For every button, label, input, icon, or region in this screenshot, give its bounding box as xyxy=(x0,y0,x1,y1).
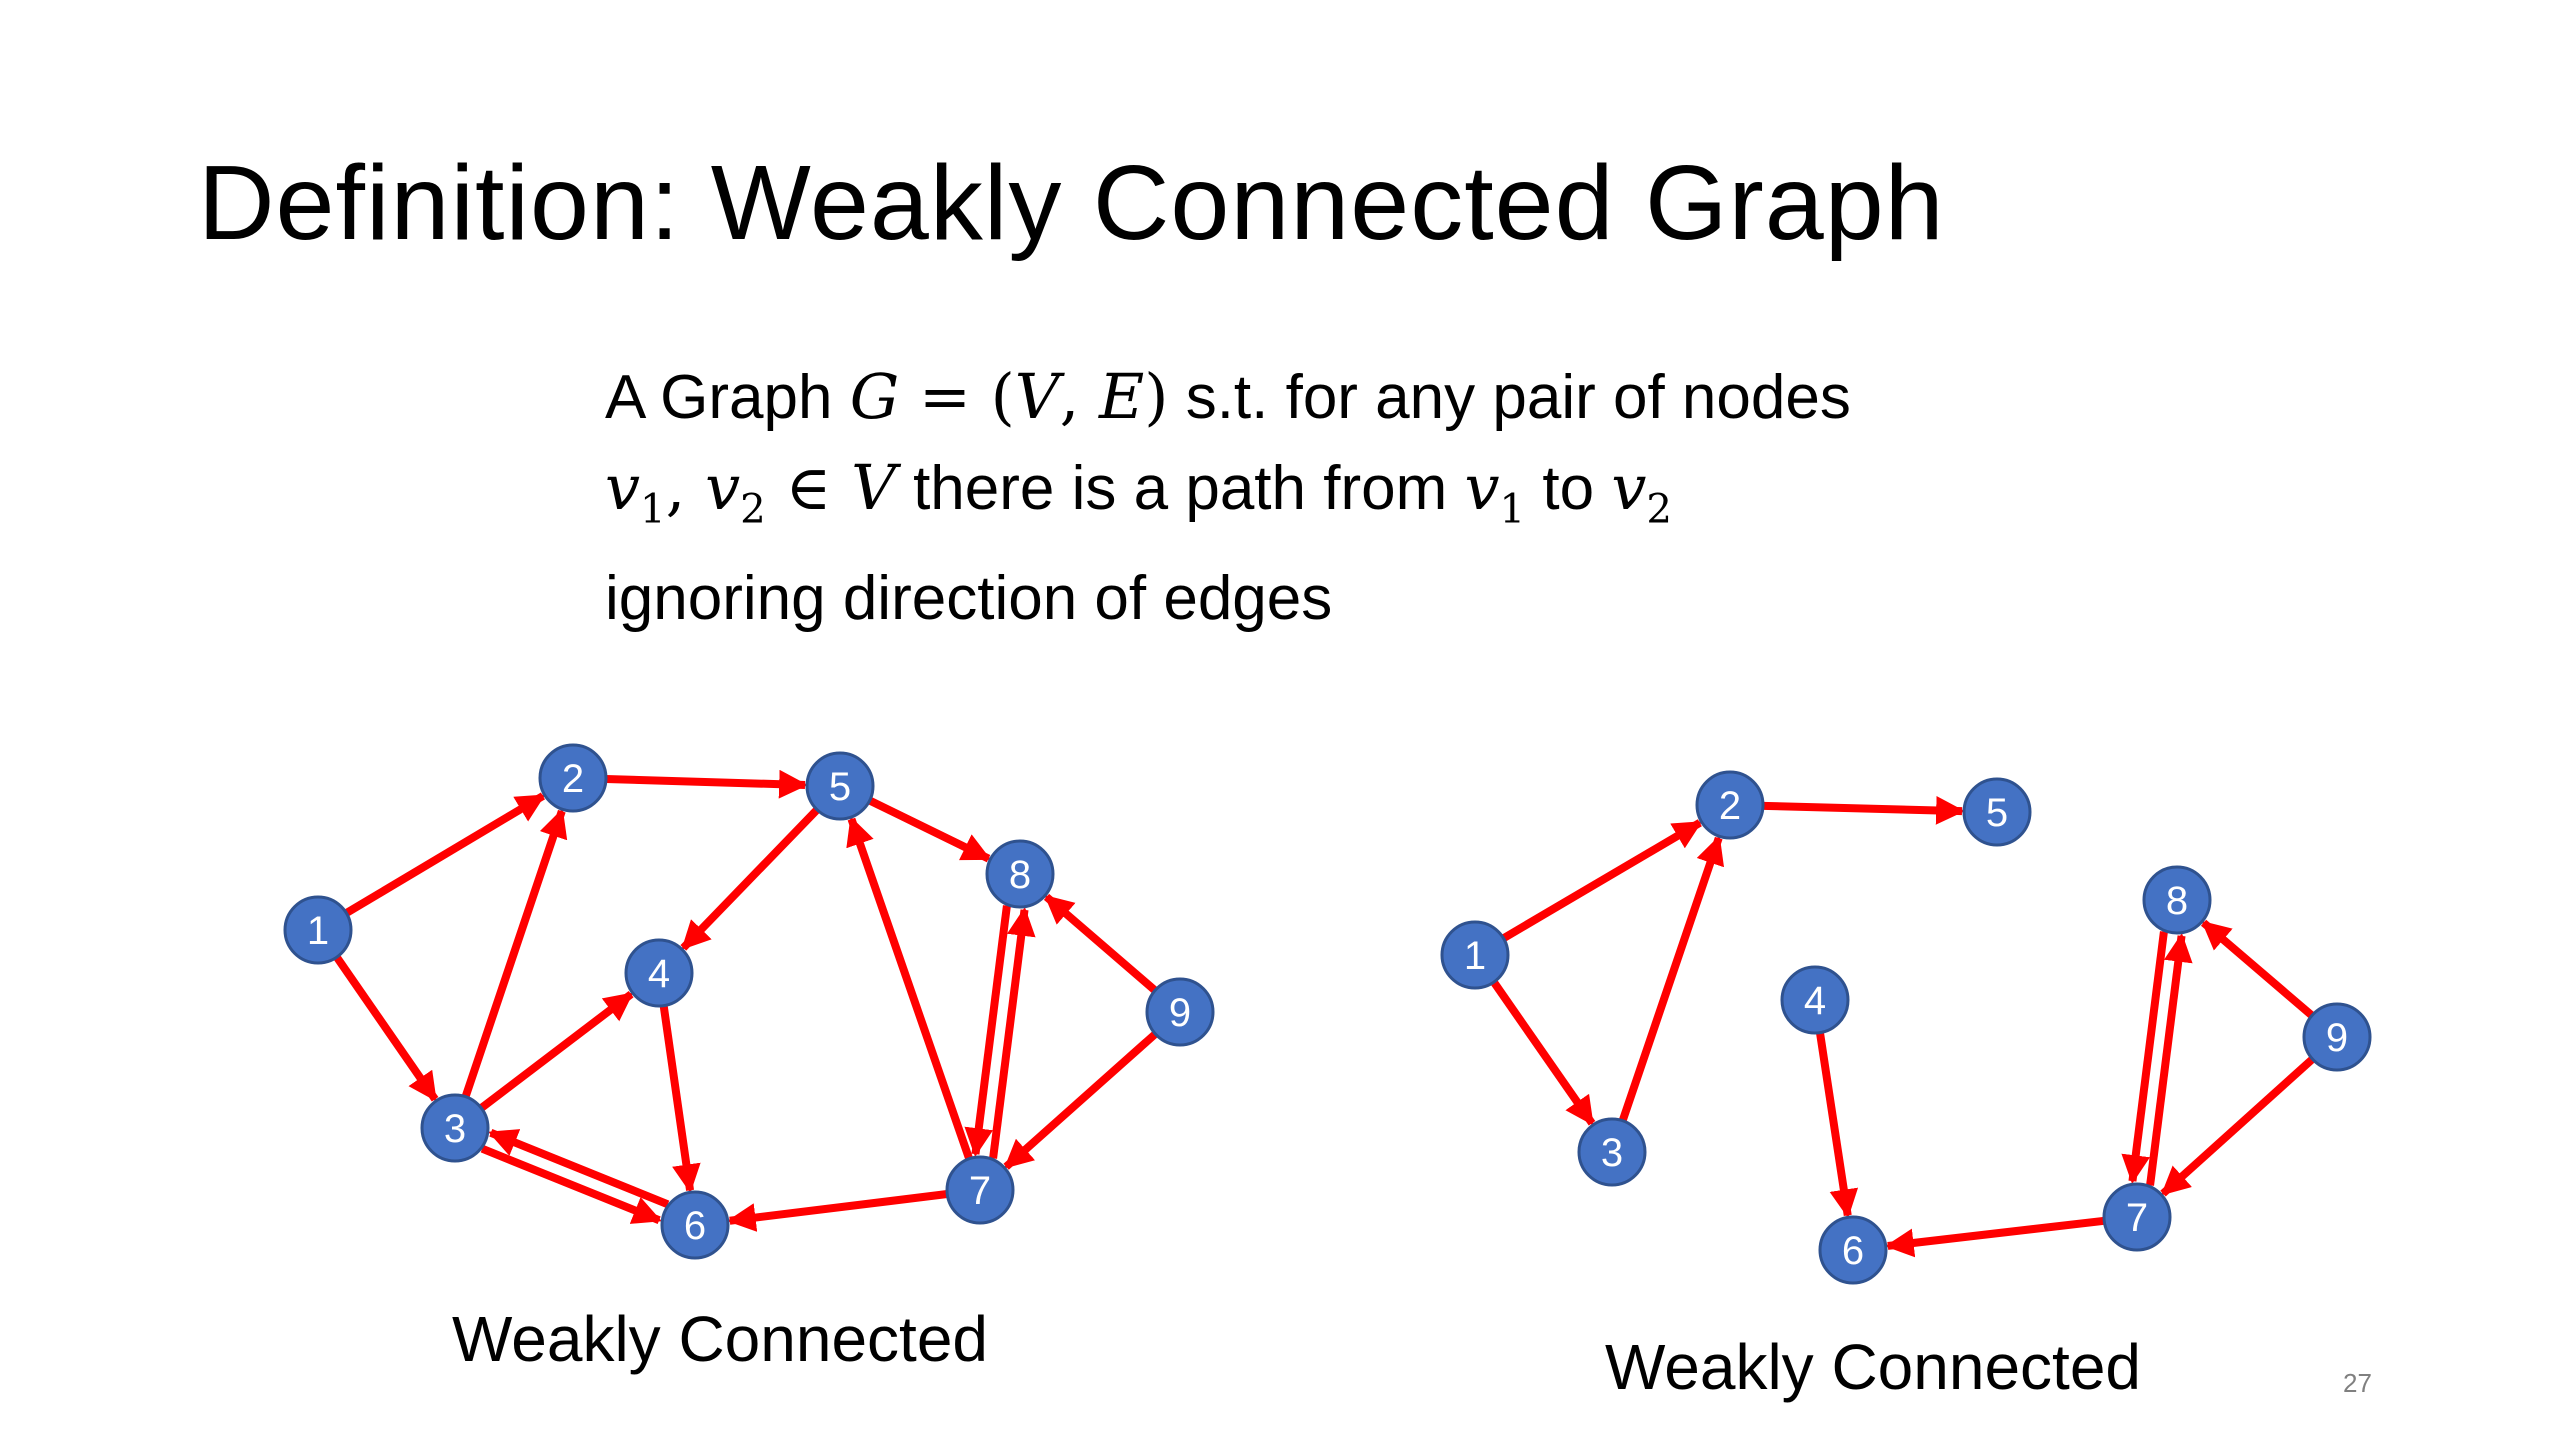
edge-9-7 xyxy=(2160,1056,2316,1197)
math-v1: v1 xyxy=(605,451,666,533)
node-label-5: 5 xyxy=(829,765,851,809)
edge-8-7 xyxy=(964,905,1011,1158)
edge-5-4 xyxy=(680,806,820,951)
definition-line-2: v1, v2 ∈ V there is a path from v1 to v2 xyxy=(605,443,2105,554)
edge-4-6 xyxy=(1816,1032,1859,1219)
node-label-3: 3 xyxy=(1601,1131,1623,1175)
node-2 xyxy=(538,743,608,813)
node-label-6: 6 xyxy=(1842,1229,1864,1273)
node-8 xyxy=(2142,865,2212,935)
edge-2-5 xyxy=(605,769,808,799)
math-v2-b: v2 xyxy=(1611,451,1672,533)
math-V: V xyxy=(1014,360,1060,433)
math-comma: , xyxy=(1059,360,1099,433)
node-6 xyxy=(1818,1215,1888,1285)
node-7 xyxy=(945,1155,1015,1225)
node-label-8: 8 xyxy=(2166,879,2188,923)
edge-6-3 xyxy=(488,1129,670,1208)
definition-text-c: there is a path from xyxy=(895,454,1465,523)
node-4 xyxy=(1780,965,1850,1035)
edge-9-8 xyxy=(2200,919,2315,1019)
node-9 xyxy=(1145,977,1215,1047)
edge-3-6 xyxy=(480,1145,662,1224)
math-V-2: V xyxy=(851,451,896,524)
edge-7-6 xyxy=(726,1190,948,1232)
node-7 xyxy=(2102,1182,2172,1252)
math-G: G xyxy=(849,360,900,433)
node-label-2: 2 xyxy=(562,757,584,801)
math-v1-b: v1 xyxy=(1464,451,1526,533)
edge-7-6 xyxy=(1884,1216,2105,1258)
edge-8-7 xyxy=(2121,931,2168,1185)
edge-2-5 xyxy=(1762,796,1965,825)
edge-1-3 xyxy=(333,954,439,1102)
node-label-7: 7 xyxy=(2126,1196,2148,1240)
math-equals: = ( xyxy=(899,360,1015,433)
node-5 xyxy=(805,751,875,821)
edge-1-3 xyxy=(1490,979,1596,1126)
page-number: 27 xyxy=(2343,1368,2372,1398)
definition-text-b: s.t. for any pair of nodes xyxy=(1168,363,1851,432)
node-label-5: 5 xyxy=(1986,791,2008,835)
node-label-8: 8 xyxy=(1009,853,1031,897)
node-label-1: 1 xyxy=(307,909,329,953)
edge-3-2 xyxy=(1618,835,1725,1123)
edge-3-4 xyxy=(478,990,634,1112)
definition-text-a: A Graph xyxy=(605,363,850,432)
graph-right: 1 2 3 4 5 6 7 8 9 xyxy=(1440,770,2372,1285)
definition-text-to: to xyxy=(1525,454,1612,523)
node-3 xyxy=(1577,1117,1647,1187)
edge-3-2 xyxy=(461,808,568,1099)
edge-7-5 xyxy=(846,816,973,1161)
edge-7-8 xyxy=(989,906,1036,1159)
edge-9-7 xyxy=(1003,1030,1159,1170)
math-E: E xyxy=(1099,360,1145,433)
math-close-paren: ) xyxy=(1144,360,1169,433)
node-5 xyxy=(1962,777,2032,847)
definition-text: A Graph G = (V, E) s.t. for any pair of … xyxy=(605,352,2105,644)
node-2 xyxy=(1695,770,1765,840)
edge-4-6 xyxy=(659,1005,701,1194)
graph-left: 1 2 3 4 5 6 7 8 9 xyxy=(283,743,1215,1260)
math-v2: v2 xyxy=(705,451,766,533)
edge-1-2 xyxy=(344,792,546,917)
node-label-6: 6 xyxy=(684,1204,706,1248)
definition-line-1: A Graph G = (V, E) s.t. for any pair of … xyxy=(605,352,2105,443)
node-label-9: 9 xyxy=(1169,991,1191,1035)
node-label-4: 4 xyxy=(648,952,670,996)
node-9 xyxy=(2302,1002,2372,1072)
node-8 xyxy=(985,839,1055,909)
node-label-9: 9 xyxy=(2326,1016,2348,1060)
definition-line-3: ignoring direction of edges xyxy=(605,564,1333,634)
math-element-of: ∈ xyxy=(765,451,852,524)
node-label-2: 2 xyxy=(1719,784,1741,828)
math-comma-2: , xyxy=(665,451,706,524)
node-label-3: 3 xyxy=(444,1107,466,1151)
edge-1-2 xyxy=(1501,819,1703,942)
node-label-4: 4 xyxy=(1804,979,1826,1023)
slide-title: Definition: Weakly Connected Graph xyxy=(198,144,1945,262)
node-1 xyxy=(1440,920,1510,990)
caption-left: Weakly Connected xyxy=(452,1303,988,1375)
edge-7-8 xyxy=(2146,932,2193,1186)
node-1 xyxy=(283,895,353,965)
node-label-1: 1 xyxy=(1464,934,1486,978)
node-label-7: 7 xyxy=(969,1169,991,1213)
node-4 xyxy=(624,938,694,1008)
caption-right: Weakly Connected xyxy=(1605,1331,2141,1403)
node-3 xyxy=(420,1093,490,1163)
edge-9-8 xyxy=(1043,893,1158,994)
node-6 xyxy=(660,1190,730,1260)
edge-5-8 xyxy=(867,796,992,863)
